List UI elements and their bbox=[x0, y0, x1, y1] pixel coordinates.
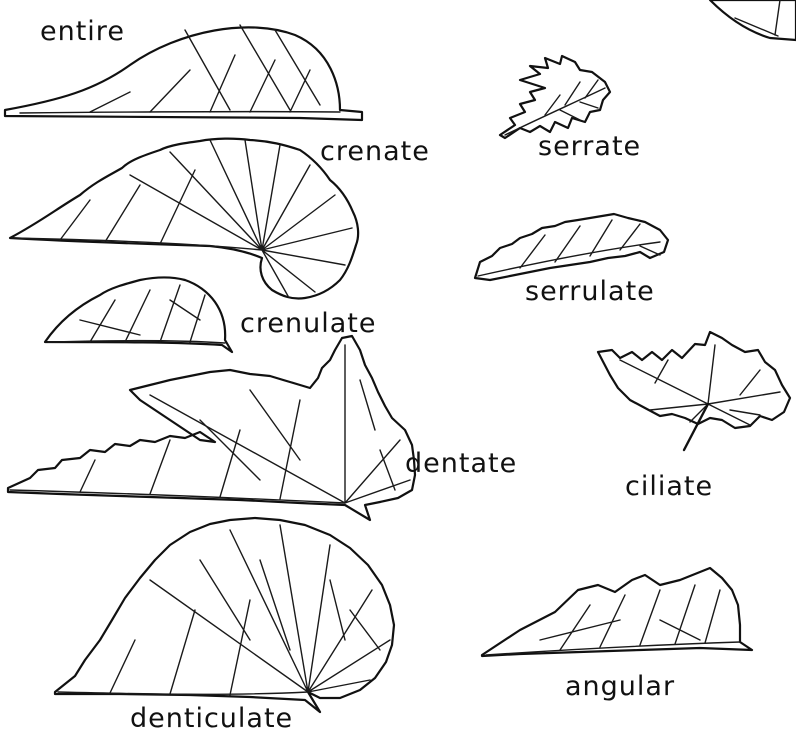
label-entire: entire bbox=[40, 16, 125, 47]
label-crenulate: crenulate bbox=[240, 308, 376, 339]
label-angular: angular bbox=[565, 671, 675, 702]
leaf-crenulate bbox=[45, 277, 232, 352]
leaf-serrulate bbox=[475, 214, 668, 280]
leaf-crenate bbox=[10, 139, 358, 299]
label-serrate: serrate bbox=[538, 131, 641, 162]
leaf-serrate bbox=[500, 56, 610, 138]
leaf-dentate bbox=[8, 336, 415, 520]
label-crenate: crenate bbox=[320, 136, 430, 167]
leaf-angular bbox=[482, 568, 752, 656]
leaf-denticulate bbox=[55, 518, 394, 712]
corner-leaf-fragment bbox=[710, 0, 796, 40]
leaf-ciliate bbox=[598, 332, 790, 450]
label-ciliate: ciliate bbox=[625, 471, 713, 502]
label-denticulate: denticulate bbox=[130, 703, 293, 734]
label-dentate: dentate bbox=[405, 448, 517, 479]
label-serrulate: serrulate bbox=[525, 276, 655, 307]
